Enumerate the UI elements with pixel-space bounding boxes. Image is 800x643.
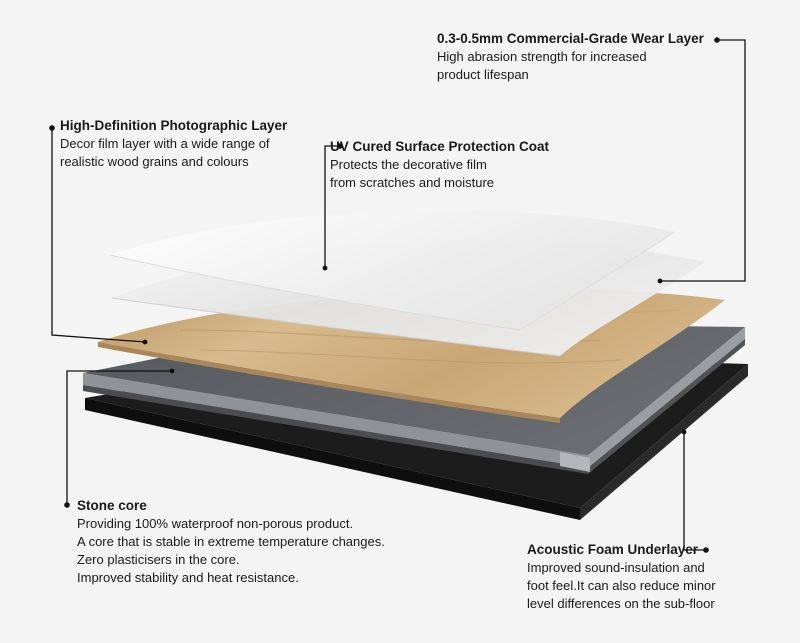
- leader-foam: [683, 432, 706, 551]
- callout-line: Decor film layer with a wide range of: [60, 136, 270, 151]
- callout-title: UV Cured Surface Protection Coat: [330, 139, 550, 154]
- callout-title: High-Definition Photographic Layer: [60, 118, 288, 133]
- callout-title: 0.3-0.5mm Commercial-Grade Wear Layer: [437, 31, 704, 46]
- callout-line: from scratches and moisture: [330, 175, 495, 190]
- leader-photo: [51, 128, 146, 343]
- callout-line: Improved stability and heat resistance.: [77, 570, 299, 585]
- leader-stone: [66, 370, 172, 505]
- callout-line: level differences on the sub-floor: [527, 596, 715, 611]
- wear-layer: [109, 210, 676, 331]
- callout-line: Protects the decorative film: [330, 157, 487, 172]
- callout-line: High abrasion strength for increased: [437, 49, 647, 64]
- callout-stone-core: Stone core Providing 100% waterproof non…: [77, 497, 457, 587]
- leader-dots: [49, 37, 720, 553]
- callout-uv-coat: UV Cured Surface Protection Coat Protect…: [330, 138, 630, 192]
- callout-wear-layer: 0.3-0.5mm Commercial-Grade Wear Layer Hi…: [437, 30, 737, 84]
- callout-line: realistic wood grains and colours: [60, 154, 249, 169]
- callout-title: Acoustic Foam Underlayer: [527, 542, 699, 557]
- leader-wear: [660, 39, 746, 282]
- callout-photographic-layer: High-Definition Photographic Layer Decor…: [60, 117, 340, 171]
- callout-foam-underlayer: Acoustic Foam Underlayer Improved sound-…: [527, 541, 797, 613]
- callout-line: Improved sound-insulation and: [527, 560, 705, 575]
- callout-line: product lifespan: [437, 67, 529, 82]
- leader-lines: [51, 39, 746, 551]
- callout-line: Providing 100% waterproof non-porous pro…: [77, 516, 354, 531]
- callout-line: Zero plasticisers in the core.: [77, 552, 240, 567]
- callout-title: Stone core: [77, 498, 147, 513]
- callout-line: foot feel.It can also reduce minor: [527, 578, 716, 593]
- callout-line: A core that is stable in extreme tempera…: [77, 534, 385, 549]
- leader-uv: [324, 145, 340, 268]
